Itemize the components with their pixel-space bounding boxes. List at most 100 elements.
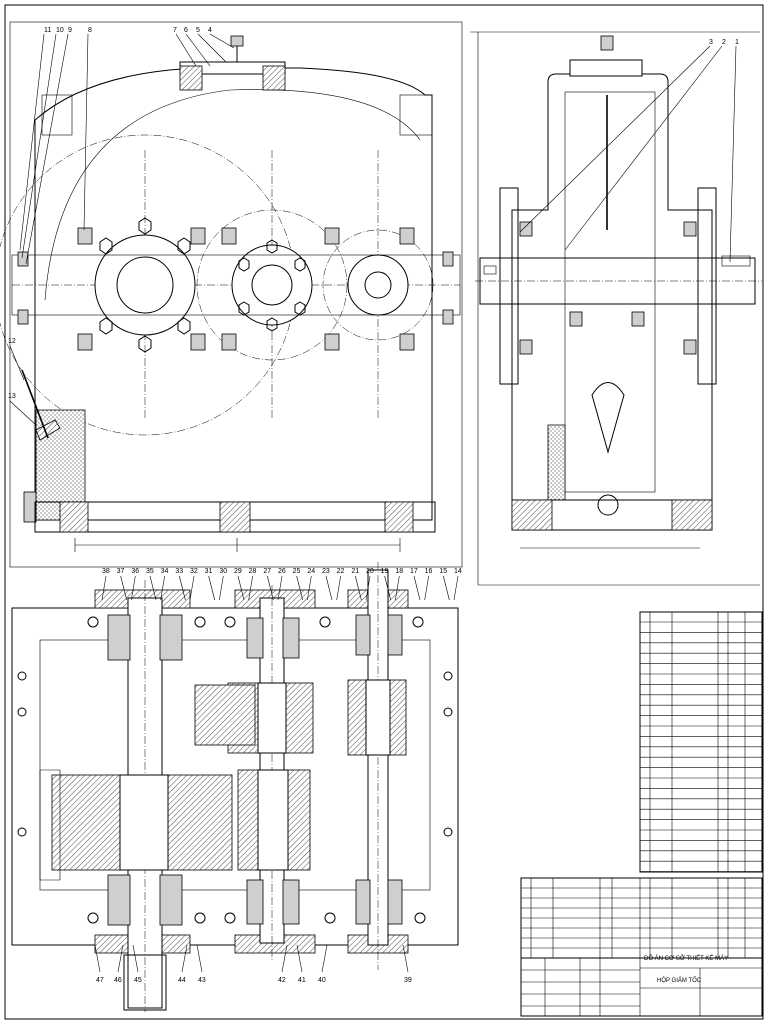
side-inner-window bbox=[564, 91, 656, 493]
callout-24: 24 bbox=[307, 568, 315, 575]
callout-25: 25 bbox=[293, 568, 301, 575]
callout-9: 9 bbox=[68, 27, 72, 34]
side-housing-outline bbox=[511, 73, 713, 501]
callout-44: 44 bbox=[178, 977, 186, 984]
title-block: ĐỒ ÁN CƠ SỞ THIẾT KẾ MÁY HỘP GIẢM TỐC bbox=[520, 955, 763, 1017]
side-callouts: 3 2 1 bbox=[519, 39, 739, 263]
section-callouts-bottom: 47 46 45 44 43 42 41 40 39 bbox=[94, 944, 412, 984]
pitch-circle-mid bbox=[196, 209, 348, 361]
callout-26: 26 bbox=[278, 568, 286, 575]
callout-46: 46 bbox=[114, 977, 122, 984]
right-lug bbox=[399, 94, 433, 136]
side-drain-plug bbox=[597, 494, 619, 516]
flange-bolts bbox=[17, 227, 454, 351]
side-key-left bbox=[483, 265, 497, 275]
cover-hatch-left bbox=[179, 65, 203, 91]
bearing-cap-left-inner bbox=[116, 256, 174, 314]
callout-7: 7 bbox=[173, 27, 177, 34]
cover-hatch-right bbox=[262, 65, 286, 91]
callout-43: 43 bbox=[198, 977, 206, 984]
side-base-hatch-right bbox=[671, 499, 713, 531]
callout-37: 37 bbox=[117, 568, 125, 575]
callout-14: 14 bbox=[454, 568, 462, 575]
gear-large-hub bbox=[119, 774, 169, 871]
callout-33: 33 bbox=[175, 568, 183, 575]
title-block-frame bbox=[520, 957, 763, 1017]
oil-gauge-rod bbox=[21, 369, 49, 439]
callout-38: 38 bbox=[102, 568, 110, 575]
oil-dipstick bbox=[591, 382, 625, 454]
callout-15: 15 bbox=[439, 568, 447, 575]
oil-level-left bbox=[39, 769, 61, 881]
callout-22: 22 bbox=[337, 568, 345, 575]
drain-plug bbox=[23, 491, 37, 523]
callout-3: 3 bbox=[709, 39, 713, 46]
callout-16: 16 bbox=[425, 568, 433, 575]
pitch-circle-small bbox=[322, 229, 434, 341]
flange-band bbox=[11, 254, 461, 316]
bearing-cap-mid-inner bbox=[251, 264, 293, 306]
gear-stage-wheel bbox=[194, 684, 256, 746]
output-coupling bbox=[123, 954, 167, 1011]
side-flange-left bbox=[499, 187, 519, 385]
bearing-cap-right bbox=[347, 254, 409, 316]
drain-plug-section bbox=[35, 419, 61, 441]
callout-28: 28 bbox=[249, 568, 257, 575]
sheet-border bbox=[4, 4, 764, 1020]
callout-29: 29 bbox=[234, 568, 242, 575]
callout-45: 45 bbox=[134, 977, 142, 984]
base-foot-mid bbox=[219, 501, 251, 533]
side-base-hatch-left bbox=[511, 499, 553, 531]
callout-42: 42 bbox=[278, 977, 286, 984]
callout-17: 17 bbox=[410, 568, 418, 575]
side-bolts bbox=[519, 221, 697, 355]
callout-27: 27 bbox=[263, 568, 271, 575]
callout-35: 35 bbox=[146, 568, 154, 575]
callout-13: 13 bbox=[8, 393, 16, 400]
gear-mid-hub bbox=[257, 769, 289, 871]
gear-pinion-mid-hub bbox=[257, 682, 287, 754]
section-housing-inner bbox=[39, 639, 431, 891]
drawing-title: HỘP GIẢM TỐC bbox=[657, 977, 702, 984]
callout-39: 39 bbox=[404, 977, 412, 984]
callout-5: 5 bbox=[196, 27, 200, 34]
project-title: ĐỒ ÁN CƠ SỞ THIẾT KẾ MÁY bbox=[644, 955, 728, 962]
callout-34: 34 bbox=[161, 568, 169, 575]
front-callouts: 11 10 9 8 7 6 5 4 12 13 bbox=[8, 27, 235, 426]
bearings bbox=[107, 614, 403, 926]
section-bolts bbox=[17, 616, 453, 924]
callout-10: 10 bbox=[56, 27, 64, 34]
callout-32: 32 bbox=[190, 568, 198, 575]
callout-41: 41 bbox=[298, 977, 306, 984]
callout-40: 40 bbox=[318, 977, 326, 984]
side-oil-section bbox=[547, 424, 566, 501]
bearing-cap-left bbox=[94, 234, 196, 336]
front-view-frame bbox=[9, 21, 463, 568]
parts-list bbox=[520, 611, 763, 959]
callout-11: 11 bbox=[44, 27, 51, 34]
gear-pinion-input-hub bbox=[365, 679, 391, 756]
base-foot-right bbox=[384, 501, 414, 533]
callout-4: 4 bbox=[208, 27, 212, 34]
callout-8: 8 bbox=[88, 27, 92, 34]
callout-2: 2 bbox=[722, 39, 726, 46]
callout-1: 1 bbox=[735, 39, 739, 46]
side-key-right bbox=[721, 255, 751, 267]
callout-31: 31 bbox=[205, 568, 213, 575]
side-cover bbox=[569, 59, 643, 77]
bearing-cap-right-inner bbox=[364, 271, 392, 299]
side-breather bbox=[600, 35, 614, 51]
bearing-cap-mid bbox=[231, 244, 313, 326]
callout-18: 18 bbox=[395, 568, 403, 575]
callout-6: 6 bbox=[184, 27, 188, 34]
callout-19: 19 bbox=[381, 568, 389, 575]
front-view: 11 10 9 8 7 6 5 4 12 13 bbox=[0, 21, 463, 568]
parts-list-frame-upper bbox=[639, 611, 763, 873]
callout-36: 36 bbox=[131, 568, 139, 575]
breather-cap bbox=[230, 35, 244, 47]
callout-23: 23 bbox=[322, 568, 330, 575]
callout-47: 47 bbox=[96, 977, 104, 984]
